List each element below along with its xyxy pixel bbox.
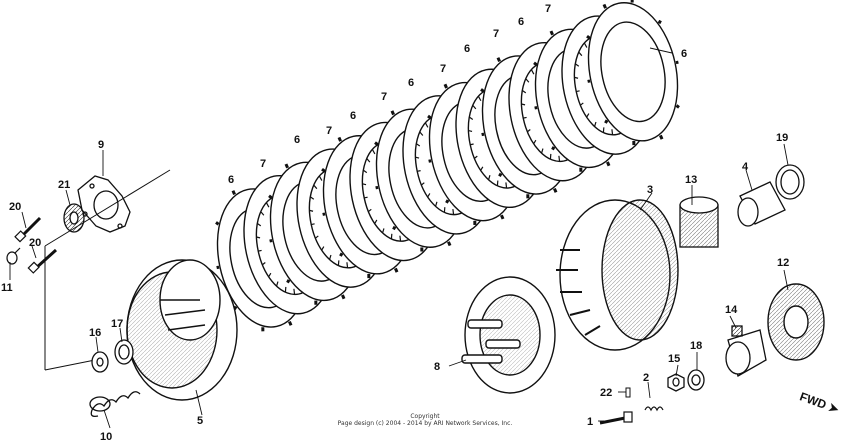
callout-7: 7 [440, 63, 446, 75]
lifter-pin [625, 387, 631, 398]
collar [737, 181, 786, 227]
callout-7: 7 [545, 3, 551, 15]
callout-5: 5 [197, 415, 203, 427]
callout-6: 6 [350, 110, 356, 122]
callout-20: 20 [9, 201, 21, 213]
callout-14: 14 [725, 304, 738, 316]
callout-7: 7 [326, 125, 332, 137]
leader-lines [9, 47, 789, 429]
callout-6: 6 [464, 43, 470, 55]
callout-4: 4 [742, 161, 749, 173]
callout-13: 13 [685, 174, 697, 186]
callout-21: 21 [58, 179, 70, 191]
footer-page-design: Page design (c) 2004 - 2014 by ARI Netwo… [337, 420, 513, 427]
thrust-washer [775, 164, 805, 200]
callout-3: 3 [647, 184, 653, 196]
clutch-spring [89, 391, 141, 418]
bearing-plate [44, 169, 171, 371]
pressure-plate [126, 259, 238, 401]
callout-19: 19 [776, 132, 788, 144]
lifter-bolt [599, 411, 633, 425]
callout-6: 6 [294, 134, 300, 146]
callout-22: 22 [600, 387, 612, 399]
lifter-washers [667, 369, 705, 392]
callout-6: 6 [681, 48, 687, 60]
callout-labels: 1 2 3 4 5 6 6 6 6 6 6 6 7 7 7 7 7 7 8 9 … [1, 3, 789, 443]
callout-18: 18 [690, 340, 702, 352]
small-spring [644, 406, 664, 412]
callout-9: 9 [98, 139, 104, 151]
footer-copyright: Copyright [410, 413, 440, 420]
callout-12: 12 [777, 257, 789, 269]
washers [91, 339, 134, 373]
callout-17: 17 [111, 318, 123, 330]
clutch-center [461, 276, 556, 394]
callout-6: 6 [408, 77, 414, 89]
callout-7: 7 [381, 91, 387, 103]
callout-16: 16 [89, 327, 101, 339]
clutch-plate-stack [215, 0, 680, 332]
callout-10: 10 [100, 431, 112, 443]
bolts [6, 216, 58, 274]
callout-6: 6 [518, 16, 524, 28]
callout-20: 20 [29, 237, 41, 249]
drive-gear [767, 283, 825, 361]
lifter-assembly [725, 325, 767, 377]
callout-7: 7 [260, 158, 266, 170]
friction-disk [586, 0, 680, 146]
callout-11: 11 [1, 282, 13, 294]
clutch-outer [556, 199, 679, 351]
callout-2: 2 [643, 372, 649, 384]
callout-15: 15 [668, 353, 680, 365]
callout-8: 8 [434, 361, 440, 373]
callout-7: 7 [493, 28, 499, 40]
callout-6: 6 [228, 174, 234, 186]
bearing [63, 203, 85, 233]
primary-gear [679, 196, 719, 248]
callout-1: 1 [587, 416, 593, 428]
